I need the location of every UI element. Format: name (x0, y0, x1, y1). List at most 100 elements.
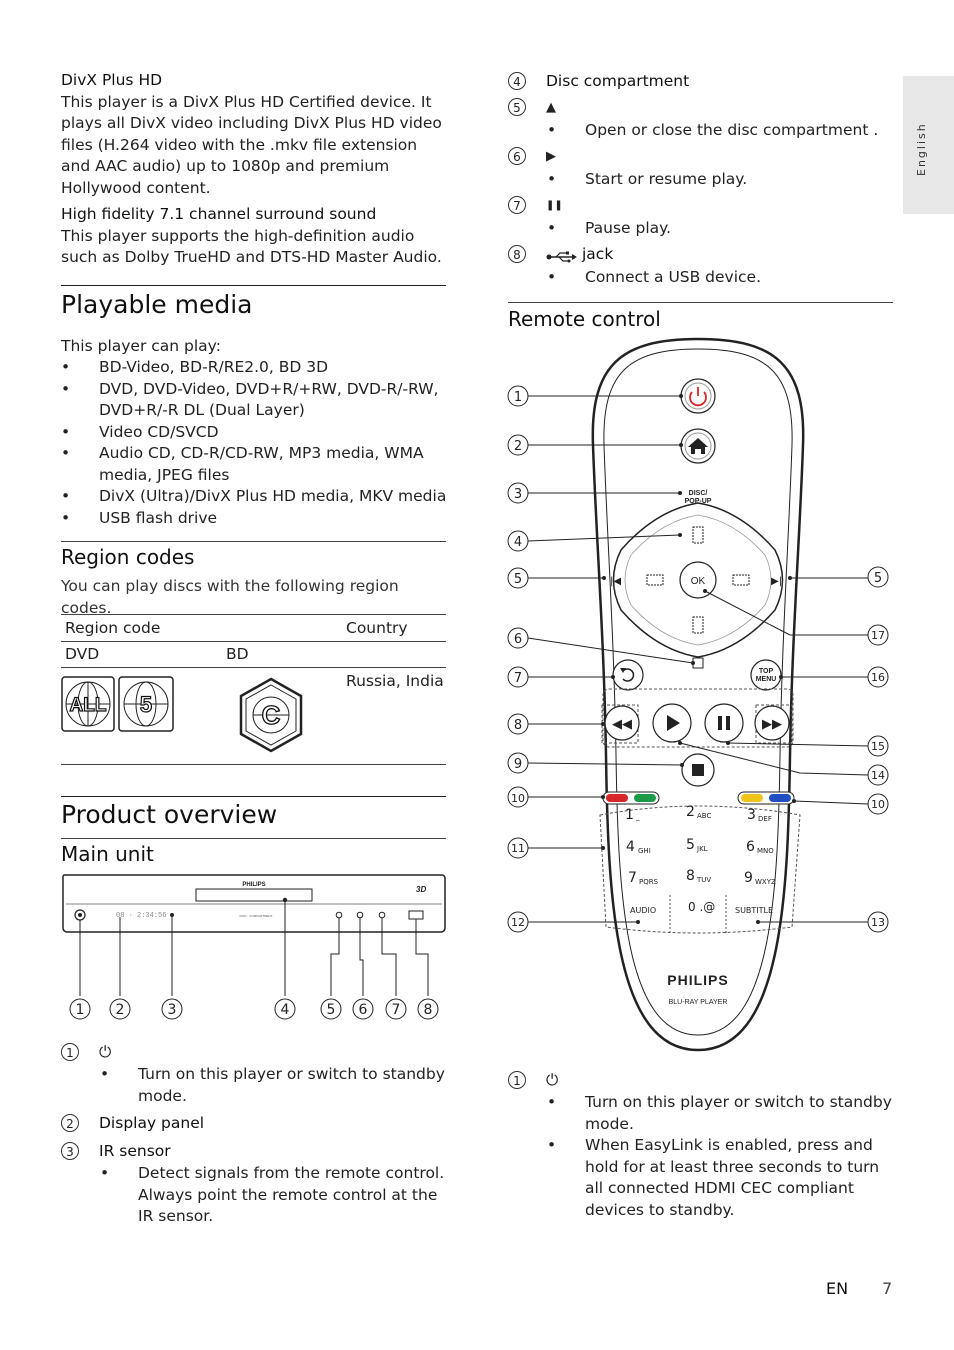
table-cell-bd: BD (226, 645, 249, 663)
remote-power-item: 1 ⏻ •Turn on this player or switch to st… (508, 1070, 893, 1221)
unit-brand: PHILIPS (242, 882, 265, 888)
power-icon: ⏻ (99, 1043, 112, 1061)
top-menu-label: MENU (756, 676, 777, 683)
svg-text:9: 9 (744, 870, 753, 886)
list-item: 8 jack (508, 244, 893, 267)
pause-icon: ❚❚ (546, 200, 563, 211)
divider (61, 838, 446, 839)
list-item: 1 ⏻ (61, 1042, 446, 1064)
footer-lang: EN (826, 1279, 849, 1298)
item-number: 1 (61, 1043, 79, 1061)
list-bullet: •Pause play. (547, 219, 672, 237)
list-item: •DivX (Ultra)/DivX Plus HD media, MKV me… (61, 487, 447, 505)
item-number: 2 (61, 1114, 79, 1132)
remote-callout: 7 (514, 671, 522, 686)
svg-text:◀◀: ◀◀ (612, 717, 632, 732)
bd-region-logo-c: C (239, 677, 303, 757)
item-label: IR sensor (99, 1142, 171, 1160)
item-number: 7 (508, 196, 526, 214)
dvd-region-logo-all: ALL (61, 676, 115, 736)
hifi-title: High fidelity 7.1 channel surround sound (61, 205, 377, 223)
divider (508, 302, 893, 303)
unit-callout: 8 (424, 1002, 433, 1018)
logo-all-text: ALL (70, 695, 107, 716)
table-rule (61, 667, 446, 668)
list-bullet: •Start or resume play. (547, 170, 748, 188)
page-number: 7 (882, 1279, 893, 1298)
language-tab-label: English (915, 122, 928, 176)
remote-callout: 4 (514, 535, 522, 550)
hifi-body: This player supports the high-definition… (61, 226, 442, 267)
playable-intro: This player can play: (61, 337, 221, 355)
list-bullet: •Turn on this player or switch to standb… (547, 1093, 892, 1133)
unit-callout: 1 (76, 1002, 85, 1018)
svg-text:1: 1 (625, 807, 634, 823)
list-item: 1 ⏻ (508, 1070, 893, 1092)
svg-text:0 .@: 0 .@ (688, 900, 715, 914)
list-item: 7 ❚❚ (508, 195, 893, 218)
svg-text:3: 3 (747, 807, 756, 823)
list-bullet: •Open or close the disc compartment . (547, 121, 879, 139)
svg-text:DEF: DEF (758, 815, 772, 823)
power-icon: ⏻ (546, 1071, 559, 1089)
table-cell-country: Russia, India (346, 672, 444, 690)
svg-text:▶|: ▶| (771, 576, 782, 587)
ok-button-label: OK (691, 576, 706, 587)
svg-text:PQRS: PQRS (639, 878, 659, 886)
remote-callout: 16 (871, 671, 885, 684)
item-number: 8 (508, 245, 526, 263)
svg-text:ABC: ABC (697, 812, 711, 820)
item-number: 5 (508, 98, 526, 116)
list-item: •USB flash drive (61, 508, 218, 527)
svg-text:_: _ (635, 813, 640, 821)
eject-icon: ▲ (546, 100, 556, 115)
table-header-country: Country (346, 619, 408, 637)
unit-items-continued: 4 Disc compartment 5 ▲ •Open or close th… (508, 71, 893, 291)
svg-text:JKL: JKL (696, 845, 708, 853)
divx-body: This player is a DivX Plus HD Certified … (61, 92, 442, 197)
svg-text:SUBTITLE: SUBTITLE (735, 906, 773, 915)
remote-callout: 10 (871, 798, 885, 811)
unit-callout: 5 (327, 1002, 336, 1018)
unit-3d-logo: 3D (416, 885, 426, 894)
remote-brand: PHILIPS (667, 972, 728, 988)
svg-text:▶▶: ▶▶ (762, 717, 782, 732)
remote-callout: 8 (514, 718, 522, 733)
remote-callout: 14 (871, 769, 885, 782)
list-bullet: •Turn on this player or switch to standb… (100, 1065, 445, 1105)
product-overview-heading: Product overview (61, 800, 278, 829)
region-intro: You can play discs with the following re… (61, 577, 399, 617)
remote-callout: 2 (514, 439, 522, 454)
table-rule (61, 614, 446, 615)
svg-text:AUDIO: AUDIO (630, 906, 656, 915)
list-item: 4 Disc compartment (508, 71, 893, 94)
list-item: 5 ▲ (508, 97, 893, 120)
svg-text:WXYZ: WXYZ (755, 878, 776, 886)
logo-5-text: 5 (140, 692, 152, 717)
remote-callout: 5 (514, 572, 522, 587)
svg-text:DISC · COMPARTMENT: DISC · COMPARTMENT (239, 914, 272, 918)
remote-callout: 17 (871, 629, 885, 642)
svg-text:5: 5 (686, 837, 695, 853)
table-rule (61, 641, 446, 642)
playable-media-section: This player can play: (61, 336, 446, 358)
list-item: •BD-Video, BD-R/RE2.0, BD 3D (61, 358, 329, 376)
dvd-region-logo-5: 5 (118, 676, 174, 736)
svg-text:TUV: TUV (696, 876, 711, 884)
svg-text:GHI: GHI (638, 847, 651, 855)
remote-callout: 11 (511, 842, 525, 855)
list-item: •Video CD/SVCD (61, 422, 219, 441)
item-number: 3 (61, 1142, 79, 1160)
svg-text:4: 4 (626, 839, 635, 855)
list-bullet: •Connect a USB device. (547, 268, 762, 286)
list-bullet: •When EasyLink is enabled, press and hol… (547, 1136, 880, 1219)
unit-callout: 2 (116, 1002, 125, 1018)
remote-callout: 10 (511, 792, 525, 805)
list-item: 3 IR sensor (61, 1141, 446, 1163)
top-menu-label: TOP (759, 668, 774, 675)
table-cell-dvd: DVD (65, 645, 100, 663)
remote-control-illustration: DISC/ POP-UP OK |◀ ▶| TOP MENU ◀◀ ▶▶ (500, 335, 900, 1061)
playable-media-heading: Playable media (61, 290, 253, 319)
logo-c-text: C (262, 700, 281, 730)
divx-section: DivX Plus HD This player is a DivX Plus … (61, 70, 446, 269)
